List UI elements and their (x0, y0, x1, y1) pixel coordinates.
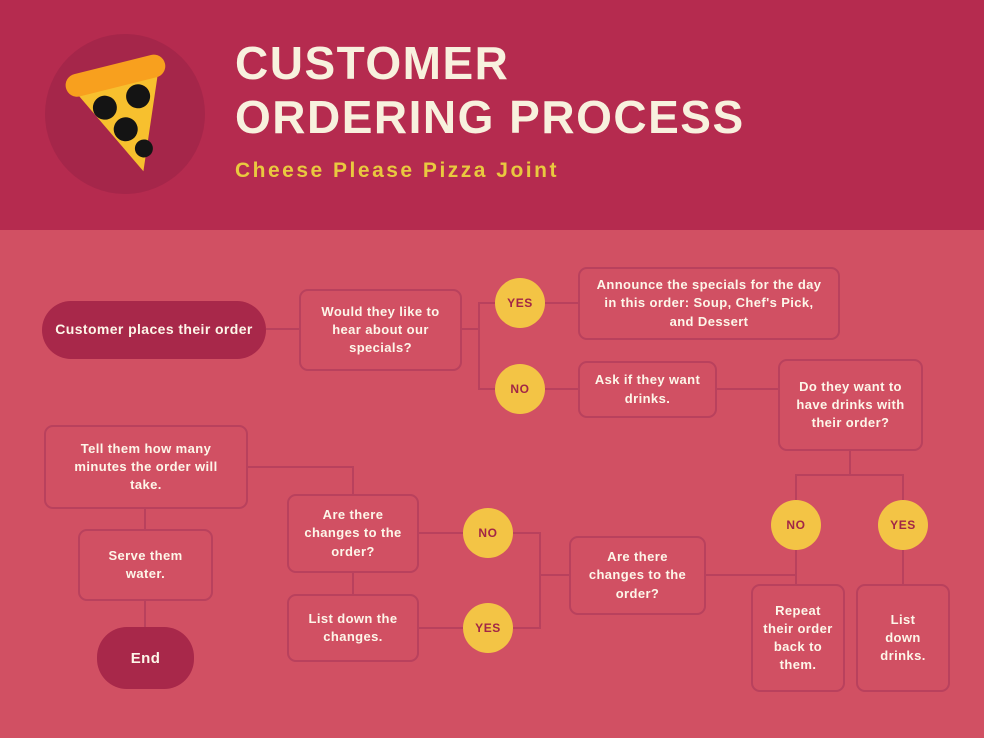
connector (352, 466, 354, 494)
connector (902, 550, 904, 584)
node-end: End (97, 627, 194, 689)
node-changes-question-right: Are there changes to the order? (569, 536, 706, 615)
node-tell-minutes: Tell them how many minutes the order wil… (44, 425, 248, 509)
connector (478, 302, 495, 304)
decision-no-drinks: NO (771, 500, 821, 550)
node-drinks-question: Do they want to have drinks with their o… (778, 359, 923, 451)
connector (266, 328, 299, 330)
decision-yes-changes: YES (463, 603, 513, 653)
decision-no-specials: NO (495, 364, 545, 414)
pizza-slice-icon (65, 54, 166, 172)
connector (902, 474, 904, 500)
connector (248, 466, 354, 468)
connector (706, 574, 797, 576)
connector (352, 573, 354, 594)
decision-no-changes: NO (463, 508, 513, 558)
connector (545, 388, 578, 390)
connector (539, 532, 541, 629)
decision-yes-specials: YES (495, 278, 545, 328)
node-list-drinks: List down drinks. (856, 584, 950, 692)
connector (144, 601, 146, 627)
connector (144, 509, 146, 529)
connector (539, 574, 569, 576)
node-specials-question: Would they like to hear about our specia… (299, 289, 462, 371)
node-announce-specials: Announce the specials for the day in thi… (578, 267, 840, 340)
connector (717, 388, 778, 390)
connector (513, 532, 541, 534)
connector (795, 550, 797, 584)
node-ask-drinks: Ask if they want drinks. (578, 361, 717, 418)
node-serve-water: Serve them water. (78, 529, 213, 601)
connector (545, 302, 578, 304)
connector (478, 302, 480, 390)
connector (419, 627, 463, 629)
connector (795, 474, 797, 500)
connector (795, 474, 904, 476)
title-line-2: ORDERING PROCESS (235, 91, 745, 144)
node-repeat-order: Repeat their order back to them. (751, 584, 845, 692)
connector (849, 451, 851, 475)
connector (462, 328, 479, 330)
decision-yes-drinks: YES (878, 500, 928, 550)
title-line-1: CUSTOMER (235, 37, 510, 89)
connector (513, 627, 541, 629)
node-changes-question-left: Are there changes to the order? (287, 494, 419, 573)
connector (419, 532, 463, 534)
subtitle: Cheese Please Pizza Joint (235, 158, 559, 182)
node-start: Customer places their order (42, 301, 266, 359)
connector (478, 388, 495, 390)
node-list-changes: List down the changes. (287, 594, 419, 662)
pizza-logo (45, 34, 205, 194)
